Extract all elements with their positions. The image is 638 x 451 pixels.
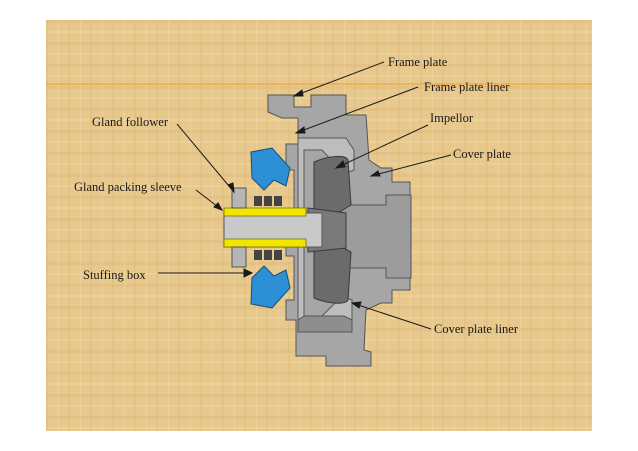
- label-cover-plate: Cover plate: [453, 147, 511, 161]
- cover-plate: [340, 194, 412, 279]
- packing-ring: [264, 250, 272, 260]
- leader-gland-follower: [176, 123, 235, 193]
- impeller-lower: [313, 244, 352, 304]
- impeller-upper: [313, 155, 352, 216]
- packing-ring: [264, 196, 272, 206]
- leader-cover-plate: [370, 154, 452, 177]
- leader-frame-plate-liner: [295, 86, 419, 134]
- label-impellor: Impellor: [430, 111, 474, 125]
- slide: Frame plate Frame plate liner Impellor C…: [46, 20, 592, 431]
- leader-cover-plate-liner: [351, 302, 432, 330]
- packing-ring: [254, 250, 262, 260]
- label-gland-packing-sleeve: Gland packing sleeve: [74, 180, 182, 194]
- leader-frame-plate: [293, 61, 385, 97]
- label-stuffing-box: Stuffing box: [83, 268, 146, 282]
- gland-follower-lower: [231, 246, 247, 268]
- gland-packing-sleeve-lower: [223, 238, 307, 248]
- packing-ring: [274, 250, 282, 260]
- label-gland-follower: Gland follower: [92, 115, 169, 129]
- cover-plate-liner: [297, 315, 353, 333]
- packing-ring: [254, 196, 262, 206]
- packing-ring: [274, 196, 282, 206]
- gland-packing-sleeve: [223, 207, 307, 217]
- label-frame-plate-liner: Frame plate liner: [424, 80, 510, 94]
- label-frame-plate: Frame plate: [388, 55, 448, 69]
- pump-cross-section: [158, 61, 452, 367]
- label-cover-plate-liner: Cover plate liner: [434, 322, 518, 336]
- stuffing-box-lower: [250, 265, 291, 309]
- gland-follower: [231, 187, 247, 209]
- leader-impellor: [335, 124, 429, 169]
- stuffing-box-upper: [250, 147, 291, 191]
